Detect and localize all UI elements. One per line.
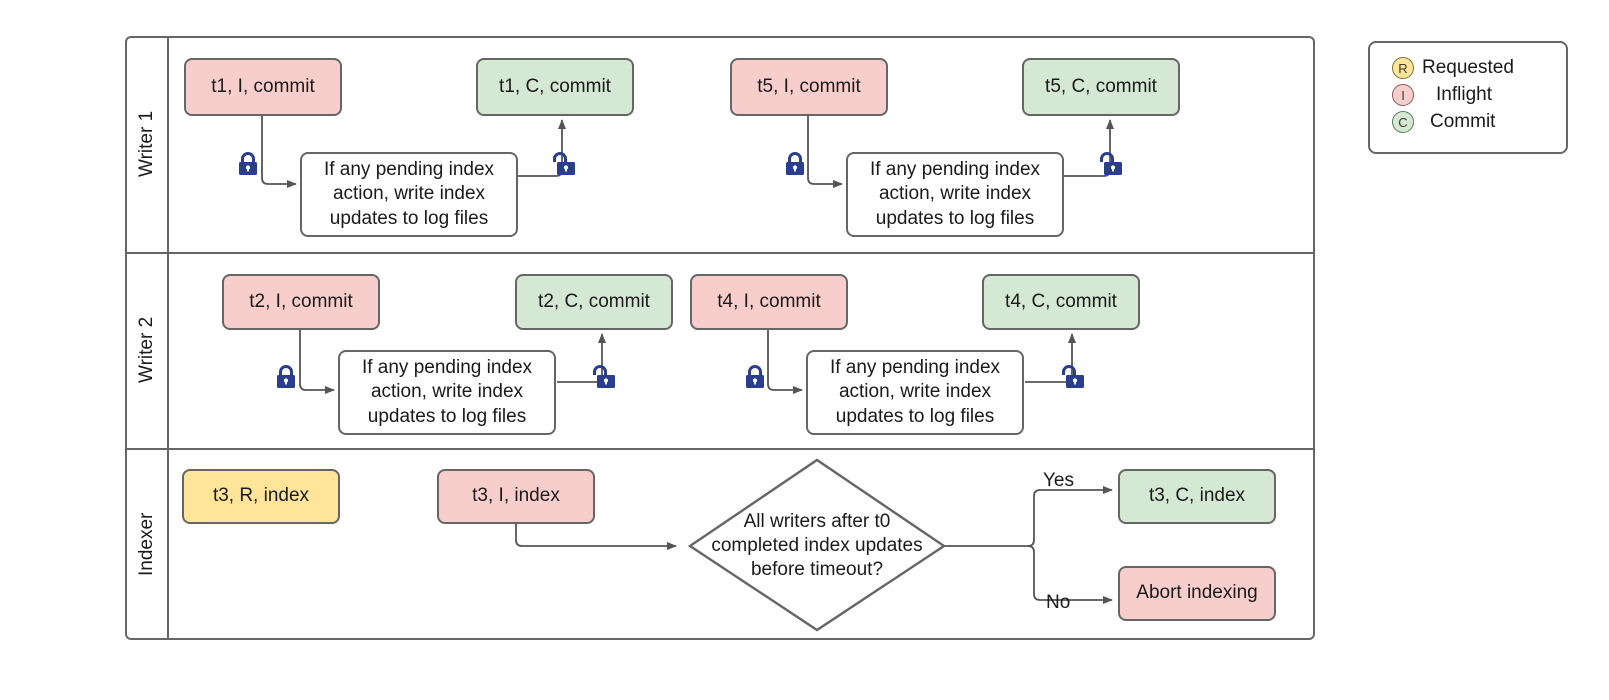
legend-badge-requested-icon: R: [1392, 57, 1414, 79]
legend-item-requested: R Requested: [1392, 55, 1514, 81]
node-writer1-process-1[interactable]: If any pending index action, write index…: [300, 152, 518, 237]
legend-label-inflight: Inflight: [1436, 84, 1492, 105]
node-abort-indexing[interactable]: Abort indexing: [1118, 566, 1276, 621]
legend-badge-inflight-icon: I: [1392, 84, 1414, 106]
edge-label-no: No: [1046, 592, 1071, 613]
node-writer1-process-2[interactable]: If any pending index action, write index…: [846, 152, 1064, 237]
node-t3-inflight[interactable]: t3, I, index: [437, 469, 595, 524]
lock-open-icon: [553, 152, 575, 176]
node-t1-inflight[interactable]: t1, I, commit: [184, 58, 342, 116]
node-t4-inflight[interactable]: t4, I, commit: [690, 274, 848, 330]
lock-open-icon: [1100, 152, 1122, 176]
node-t3-commit[interactable]: t3, C, index: [1118, 469, 1276, 524]
node-writer2-process-2[interactable]: If any pending index action, write index…: [806, 350, 1024, 435]
lock-closed-icon: [744, 365, 766, 389]
legend-item-inflight: I Inflight: [1392, 82, 1492, 108]
legend-item-commit: C Commit: [1392, 109, 1495, 135]
lock-closed-icon: [784, 152, 806, 176]
swimlane-divider-1: [125, 252, 1315, 254]
lock-closed-icon: [275, 365, 297, 389]
legend-label-requested: Requested: [1422, 57, 1514, 78]
node-t5-inflight[interactable]: t5, I, commit: [730, 58, 888, 116]
legend-label-commit: Commit: [1430, 111, 1496, 132]
lock-closed-icon: [237, 152, 259, 176]
lock-open-icon: [593, 365, 615, 389]
lock-open-icon: [1062, 365, 1084, 389]
node-t4-commit[interactable]: t4, C, commit: [982, 274, 1140, 330]
node-decision-label[interactable]: All writers after t0 completed index upd…: [711, 510, 923, 581]
legend-box: R Requested I Inflight C Commit: [1368, 41, 1568, 154]
swimlane-divider-2: [125, 448, 1315, 450]
edge-label-yes: Yes: [1043, 470, 1074, 491]
swimlane-container: [125, 36, 1315, 640]
node-t2-inflight[interactable]: t2, I, commit: [222, 274, 380, 330]
swimlane-label-column-divider: [167, 36, 169, 640]
legend-badge-commit-icon: C: [1392, 111, 1414, 133]
lane-label-writer-1: Writer 1: [136, 110, 157, 178]
node-t3-requested[interactable]: t3, R, index: [182, 469, 340, 524]
node-writer2-process-1[interactable]: If any pending index action, write index…: [338, 350, 556, 435]
node-t2-commit[interactable]: t2, C, commit: [515, 274, 673, 330]
node-t1-commit[interactable]: t1, C, commit: [476, 58, 634, 116]
lane-label-indexer: Indexer: [136, 512, 157, 576]
lane-label-writer-2: Writer 2: [136, 316, 157, 384]
node-t5-commit[interactable]: t5, C, commit: [1022, 58, 1180, 116]
